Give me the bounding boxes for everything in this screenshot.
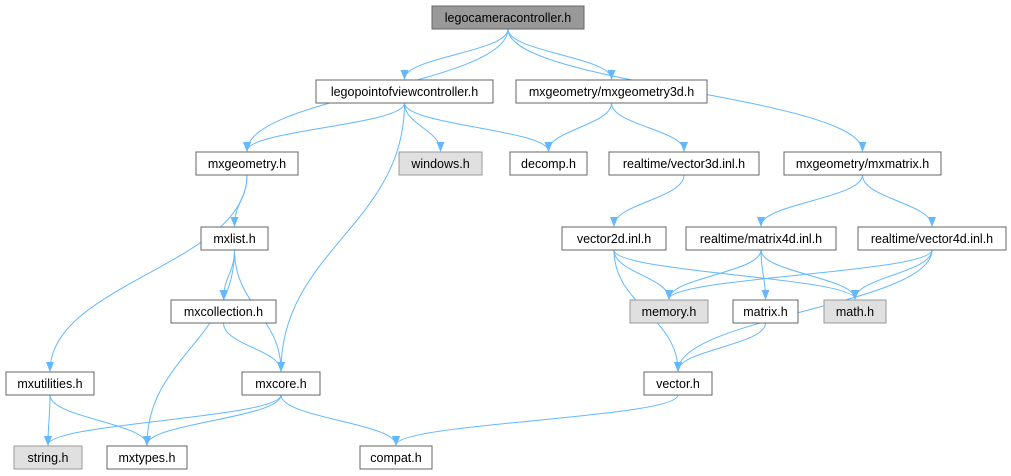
- node-v3dinl[interactable]: realtime/vector3d.inl.h: [608, 151, 760, 176]
- node-label: decomp.h: [521, 157, 576, 171]
- node-m4dinl[interactable]: realtime/matrix4d.inl.h: [685, 226, 837, 251]
- node-lpov[interactable]: legopointofviewcontroller.h: [315, 79, 494, 104]
- node-label: mxgeometry.h: [208, 157, 286, 171]
- node-label: mxcore.h: [255, 377, 306, 391]
- node-box: [315, 79, 494, 104]
- node-label: realtime/vector3d.inl.h: [623, 157, 745, 171]
- node-box: [509, 151, 588, 176]
- edge-mxmatrix-to-v4dinl: [862, 174, 936, 227]
- edge-mxg3d-to-v3dinl: [611, 102, 688, 152]
- node-box: [561, 226, 667, 251]
- edge-mxmatrix-to-m4dinl: [757, 174, 863, 227]
- node-math: math.h: [823, 299, 887, 324]
- node-mxcore[interactable]: mxcore.h: [241, 371, 321, 396]
- node-root[interactable]: legocameracontroller.h: [431, 5, 585, 30]
- node-box: [515, 79, 708, 104]
- node-compat[interactable]: compat.h: [359, 445, 433, 470]
- node-label: legopointofviewcontroller.h: [331, 85, 478, 99]
- node-label: mxtypes.h: [119, 451, 176, 465]
- edge-lpov-to-mxcore: [277, 102, 405, 372]
- node-mxlist[interactable]: mxlist.h: [200, 226, 269, 251]
- node-mxcoll[interactable]: mxcollection.h: [170, 299, 277, 324]
- node-box: [241, 371, 321, 396]
- node-mxmatrix[interactable]: mxgeometry/mxmatrix.h: [783, 151, 942, 176]
- node-label: legocameracontroller.h: [445, 11, 572, 25]
- edge-mxcore-to-string: [44, 394, 282, 446]
- edge-v2dinl-to-memory: [613, 249, 673, 300]
- edge-v3dinl-to-v2dinl: [610, 174, 685, 227]
- node-v4dinl[interactable]: realtime/vector4d.inl.h: [857, 226, 1007, 251]
- node-box: [5, 371, 95, 396]
- edge-v4dinl-to-math: [851, 249, 933, 300]
- node-label: mxutilities.h: [17, 377, 82, 391]
- edge-v2dinl-to-math: [613, 249, 859, 300]
- node-decomp[interactable]: decomp.h: [509, 151, 588, 176]
- edge-mxutil-to-string: [44, 394, 53, 446]
- node-label: windows.h: [410, 157, 469, 171]
- node-box: [608, 151, 760, 176]
- edge-mxgeom-to-mxutil: [46, 174, 248, 372]
- edge-mxutil-to-mxtypes: [49, 394, 151, 446]
- node-label: mxgeometry/mxgeometry3d.h: [529, 85, 694, 99]
- edge-root-to-mxg3d: [507, 28, 616, 80]
- node-label: realtime/matrix4d.inl.h: [700, 232, 822, 246]
- node-label: vector2d.inl.h: [577, 232, 651, 246]
- node-layer: legocameracontroller.h legopointofviewcon…: [5, 5, 1007, 470]
- node-vector[interactable]: vector.h: [643, 371, 713, 396]
- node-matrix[interactable]: matrix.h: [732, 299, 799, 324]
- node-box: [643, 371, 713, 396]
- edge-root-to-lpov: [400, 28, 509, 80]
- edge-m4dinl-to-matrix: [760, 249, 770, 300]
- node-box: [857, 226, 1007, 251]
- edge-mxcore-to-compat: [280, 394, 400, 446]
- edge-layer: [44, 28, 936, 446]
- node-box: [195, 151, 299, 176]
- node-string: string.h: [13, 445, 83, 470]
- node-windows: windows.h: [398, 151, 483, 176]
- node-box: [170, 299, 277, 324]
- edge-v4dinl-to-memory: [665, 249, 933, 300]
- edge-mxcore-to-mxtypes: [143, 394, 282, 446]
- edge-vector-to-compat: [392, 394, 679, 446]
- node-box: [359, 445, 433, 470]
- edge-mxcoll-to-mxcore: [223, 322, 285, 372]
- node-memory: memory.h: [629, 299, 709, 324]
- node-box: [783, 151, 942, 176]
- node-label: vector.h: [656, 377, 700, 391]
- node-label: mxgeometry/mxmatrix.h: [796, 157, 929, 171]
- node-label: matrix.h: [743, 305, 788, 319]
- node-box: [629, 299, 709, 324]
- edge-mxg3d-to-decomp: [544, 102, 612, 152]
- edge-v4dinl-to-vector: [674, 249, 933, 372]
- edge-lpov-to-decomp: [404, 102, 553, 152]
- node-mxtypes[interactable]: mxtypes.h: [106, 445, 188, 470]
- node-mxutil[interactable]: mxutilities.h: [5, 371, 95, 396]
- edge-m4dinl-to-memory: [665, 249, 762, 300]
- edge-mxlist-to-mxtypes: [143, 249, 235, 446]
- node-label: mxcollection.h: [184, 305, 263, 319]
- node-label: realtime/vector4d.inl.h: [871, 232, 993, 246]
- edge-lpov-to-windows: [404, 102, 445, 152]
- node-box: [823, 299, 887, 324]
- node-box: [200, 226, 269, 251]
- node-box: [398, 151, 483, 176]
- edge-lpov-to-mxgeom: [243, 102, 405, 152]
- node-label: mxlist.h: [213, 232, 255, 246]
- node-box: [431, 5, 585, 30]
- node-box: [685, 226, 837, 251]
- node-label: string.h: [28, 451, 69, 465]
- node-box: [732, 299, 799, 324]
- edge-matrix-to-vector: [674, 322, 766, 372]
- node-label: math.h: [836, 305, 874, 319]
- node-mxg3d[interactable]: mxgeometry/mxgeometry3d.h: [515, 79, 708, 104]
- node-box: [13, 445, 83, 470]
- edge-mxlist-to-mxcoll: [219, 249, 235, 300]
- node-label: memory.h: [642, 305, 697, 319]
- node-mxgeom[interactable]: mxgeometry.h: [195, 151, 299, 176]
- node-box: [106, 445, 188, 470]
- node-label: compat.h: [370, 451, 421, 465]
- node-v2dinl[interactable]: vector2d.inl.h: [561, 226, 667, 251]
